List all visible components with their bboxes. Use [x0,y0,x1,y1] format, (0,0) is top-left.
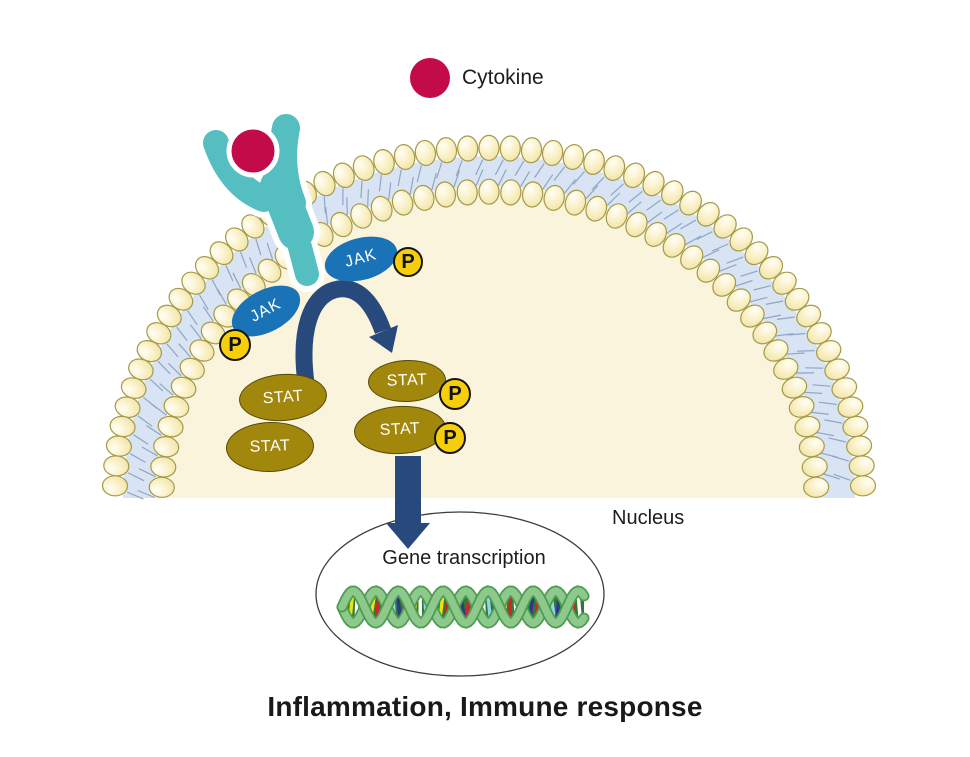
phosphate-badge-stat-lower: P [434,422,466,454]
stat-label: STAT [386,371,428,390]
gene-transcription-label: Gene transcription [382,547,546,569]
stat-label: STAT [379,419,421,440]
curved-arrow-icon [295,280,398,385]
phosphate-badge-jak-upper: P [393,247,423,277]
down-arrow-icon [386,456,430,549]
jak-label: JAK [343,246,379,271]
cytokine-legend-label: Cytokine [462,66,544,89]
stat-label: STAT [249,437,291,456]
signal-arrows [295,280,430,549]
phosphate-label: P [401,250,415,273]
cytokine-receptor [197,108,325,292]
nucleus-region [315,511,605,677]
phosphate-badge-stat-upper: P [439,378,471,410]
diagram-title: Inflammation, Immune response [267,691,703,722]
phosphate-badge-jak-lower: P [219,329,251,361]
jak-label: JAK [247,295,285,326]
phosphate-label: P [448,382,462,405]
cell-membrane [101,134,877,500]
stat-label: STAT [262,387,304,407]
nucleus-label: Nucleus [612,507,685,529]
cytokine-legend-icon [410,58,450,98]
bound-cytokine-icon [226,124,280,178]
phosphate-label: P [443,426,457,449]
dna-helix-icon [336,585,590,629]
phosphate-label: P [228,333,242,356]
